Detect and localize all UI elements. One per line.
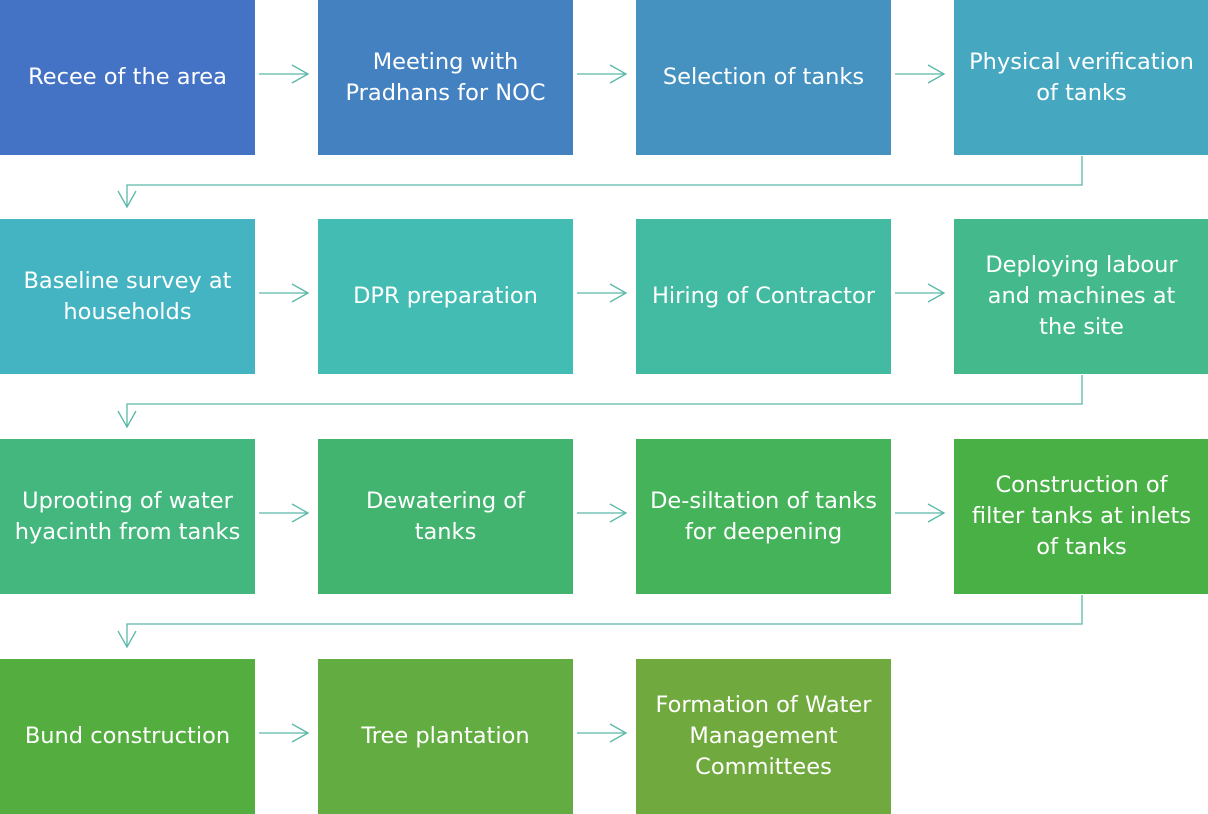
- arrow-head: [291, 503, 310, 523]
- step-box: Hiring of Contractor: [636, 219, 891, 374]
- arrow-head: [609, 503, 628, 523]
- row-wrap-connector: [126, 595, 1083, 647]
- arrow-head: [117, 630, 137, 649]
- arrow-head: [291, 723, 310, 743]
- step-box: Tree plantation: [318, 659, 573, 814]
- arrow-head: [291, 64, 310, 84]
- arrow-head: [117, 410, 137, 429]
- step-label: Bund construction: [24, 723, 231, 749]
- step-label: Selection of tanks: [662, 64, 865, 90]
- arrow-head: [927, 503, 946, 523]
- connector-layer: [117, 64, 1083, 743]
- step-box: Selection of tanks: [636, 0, 891, 155]
- arrow-head: [927, 64, 946, 84]
- step-label: Tree plantation: [361, 723, 530, 749]
- step-box: Bund construction: [0, 659, 255, 814]
- step-label: Hiring of Contractor: [651, 283, 875, 309]
- arrow-head: [117, 190, 137, 209]
- arrow-head: [609, 283, 628, 303]
- step-label: Recee of the area: [28, 64, 227, 90]
- arrow-head: [291, 283, 310, 303]
- step-box: Recee of the area: [0, 0, 255, 155]
- step-box: DPR preparation: [318, 219, 573, 374]
- row-wrap-connector: [126, 375, 1083, 427]
- step-label: DPR preparation: [353, 283, 538, 309]
- arrow-head: [609, 64, 628, 84]
- arrow-head: [927, 283, 946, 303]
- arrow-head: [609, 723, 628, 743]
- row-wrap-connector: [126, 156, 1083, 207]
